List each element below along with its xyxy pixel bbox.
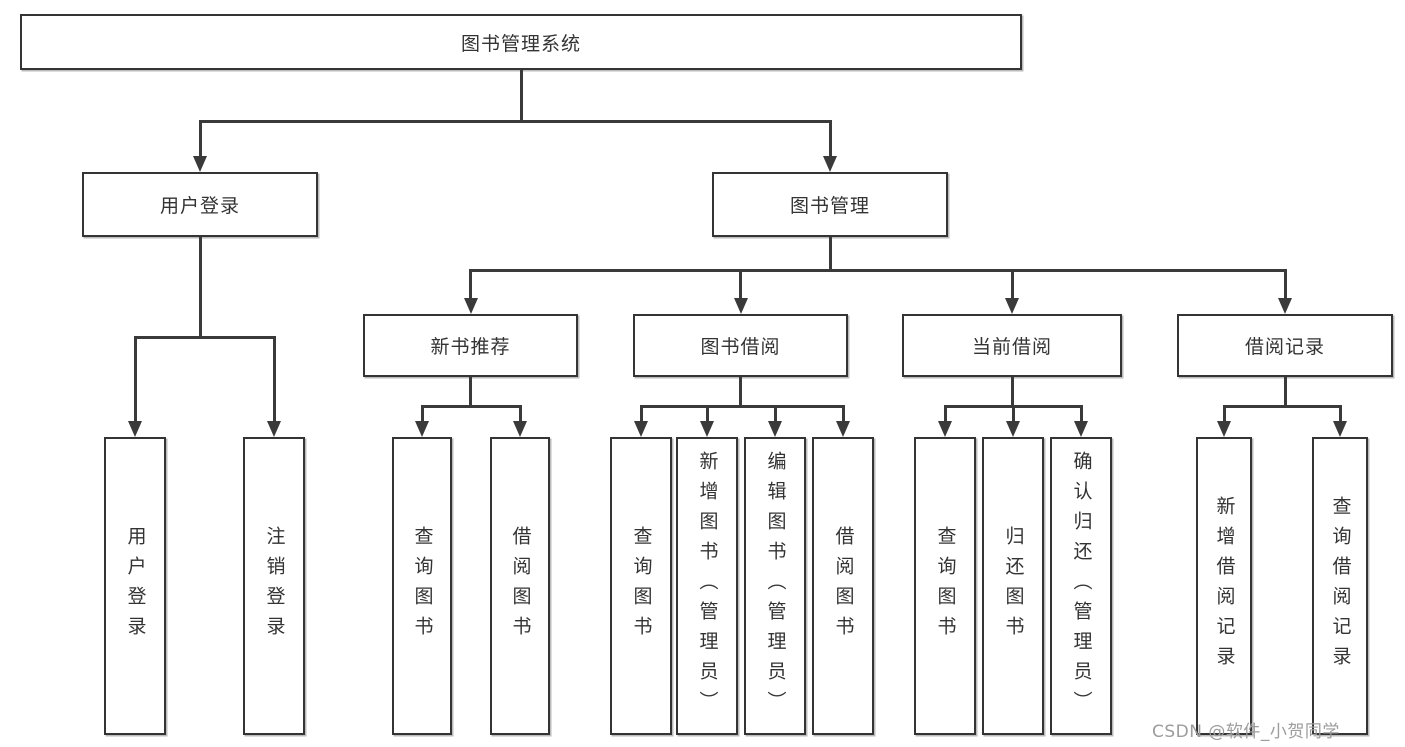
connector-drop bbox=[705, 406, 709, 422]
node-nb-borrow-book: 借阅图书 bbox=[490, 437, 550, 735]
arrow-down-icon bbox=[1074, 421, 1088, 437]
connector-drop bbox=[841, 406, 845, 422]
node-br-add-record: 新增借阅记录 bbox=[1196, 437, 1252, 735]
connector-stem bbox=[198, 237, 202, 337]
node-ul-user-login: 用户登录 bbox=[104, 437, 166, 735]
node-cb-return-book: 归还图书 bbox=[982, 437, 1044, 735]
node-br-query-record-label: 查询借阅记录 bbox=[1329, 496, 1352, 676]
arrow-down-icon bbox=[823, 156, 837, 172]
arrow-down-icon bbox=[1005, 298, 1019, 314]
node-bb-edit-book-label: 编辑图书（管理员） bbox=[764, 451, 787, 721]
connector-stem bbox=[1010, 377, 1014, 406]
arrow-down-icon bbox=[1333, 421, 1347, 437]
node-bb-borrow-book: 借阅图书 bbox=[812, 437, 874, 735]
node-br-query-record: 查询借阅记录 bbox=[1312, 437, 1368, 735]
arrow-down-icon bbox=[463, 298, 478, 314]
node-br-add-record-label: 新增借阅记录 bbox=[1213, 496, 1236, 676]
arrow-down-icon bbox=[938, 421, 952, 437]
connector-branch bbox=[133, 335, 276, 339]
arrow-down-icon bbox=[128, 421, 142, 437]
connector-branch bbox=[1222, 404, 1342, 408]
node-root: 图书管理系统 bbox=[20, 14, 1022, 70]
node-new-book-recommend-label: 新书推荐 bbox=[430, 336, 511, 358]
node-cb-confirm-return: 确认归还（管理员） bbox=[1050, 437, 1112, 735]
connector-drop bbox=[1010, 270, 1014, 299]
node-book-borrow: 图书借阅 bbox=[633, 314, 848, 377]
arrow-down-icon bbox=[634, 421, 648, 437]
connector-drop bbox=[1079, 406, 1083, 422]
node-user-login-label: 用户登录 bbox=[159, 195, 240, 217]
node-bb-query-book: 查询图书 bbox=[610, 437, 672, 735]
arrow-down-icon bbox=[1278, 298, 1292, 314]
arrow-down-icon bbox=[836, 421, 850, 437]
arrow-down-icon bbox=[700, 421, 714, 437]
connector-drop bbox=[420, 406, 424, 422]
node-bb-edit-book: 编辑图书（管理员） bbox=[744, 437, 806, 735]
node-cb-return-book-label: 归还图书 bbox=[1002, 526, 1025, 646]
node-cb-query-book: 查询图书 bbox=[914, 437, 976, 735]
node-borrow-records: 借阅记录 bbox=[1177, 314, 1393, 377]
node-bb-borrow-book-label: 借阅图书 bbox=[832, 526, 855, 646]
node-ul-user-login-label: 用户登录 bbox=[124, 526, 147, 646]
arrow-down-icon bbox=[768, 421, 782, 437]
connector-drop bbox=[1338, 406, 1342, 422]
connector-drop bbox=[943, 406, 947, 422]
arrow-down-icon bbox=[513, 421, 527, 437]
node-current-borrow: 当前借阅 bbox=[902, 314, 1122, 377]
connector-drop bbox=[518, 406, 522, 422]
node-cb-query-book-label: 查询图书 bbox=[934, 526, 957, 646]
connector-drop bbox=[272, 337, 276, 422]
connector-drop bbox=[639, 406, 643, 422]
connector-branch bbox=[639, 404, 845, 408]
node-bb-add-book: 新增图书（管理员） bbox=[676, 437, 738, 735]
connector-drop bbox=[1011, 406, 1015, 422]
node-user-login: 用户登录 bbox=[82, 172, 318, 237]
connector-drop bbox=[828, 121, 832, 157]
node-bb-query-book-label: 查询图书 bbox=[630, 526, 653, 646]
connector-stem bbox=[1283, 377, 1287, 406]
node-root-label: 图书管理系统 bbox=[460, 32, 581, 55]
connector-stem bbox=[469, 377, 472, 406]
connector-stem bbox=[739, 377, 742, 406]
csdn-watermark: CSDN @软件_小贺同学 bbox=[1152, 722, 1340, 742]
node-borrow-records-label: 借阅记录 bbox=[1244, 336, 1325, 358]
node-book-management: 图书管理 bbox=[712, 172, 948, 237]
arrow-down-icon bbox=[415, 421, 429, 437]
connector-branch bbox=[420, 404, 522, 408]
node-cb-confirm-return-label: 确认归还（管理员） bbox=[1070, 451, 1093, 721]
connector-drop bbox=[1283, 270, 1287, 299]
connector-branch bbox=[469, 268, 1287, 272]
connector-drop bbox=[739, 270, 742, 299]
connector-stem bbox=[828, 237, 832, 270]
node-nb-borrow-book-label: 借阅图书 bbox=[509, 526, 532, 646]
node-bb-add-book-label: 新增图书（管理员） bbox=[696, 451, 719, 721]
arrow-down-icon bbox=[1006, 421, 1020, 437]
node-book-management-label: 图书管理 bbox=[789, 195, 870, 217]
connector-drop bbox=[198, 121, 202, 157]
connector-drop bbox=[1222, 406, 1226, 422]
node-book-borrow-label: 图书借阅 bbox=[700, 336, 781, 358]
connector-drop bbox=[133, 337, 137, 422]
connector-drop bbox=[773, 406, 777, 422]
node-ul-logout: 注销登录 bbox=[243, 437, 305, 735]
node-nb-query-book: 查询图书 bbox=[392, 437, 452, 735]
arrow-down-icon bbox=[267, 421, 281, 437]
node-ul-logout-label: 注销登录 bbox=[263, 526, 286, 646]
connector-branch bbox=[198, 119, 832, 123]
connector-stem bbox=[519, 70, 523, 121]
arrow-down-icon bbox=[733, 298, 748, 314]
arrow-down-icon bbox=[193, 156, 207, 172]
node-nb-query-book-label: 查询图书 bbox=[411, 526, 434, 646]
connector-drop bbox=[469, 270, 472, 299]
arrow-down-icon bbox=[1217, 421, 1231, 437]
node-current-borrow-label: 当前借阅 bbox=[971, 336, 1052, 358]
node-new-book-recommend: 新书推荐 bbox=[363, 314, 578, 377]
